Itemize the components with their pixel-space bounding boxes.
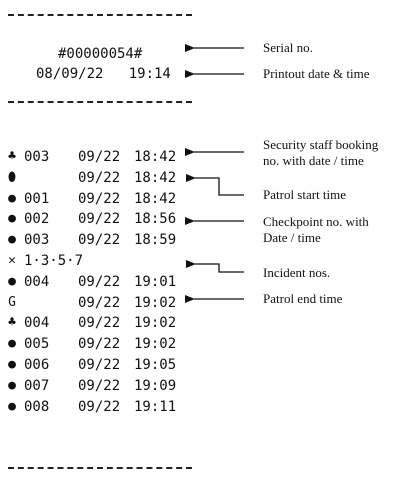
serial-number: #00000054# <box>58 46 143 62</box>
entry-number: 004 <box>24 274 50 290</box>
label-checkpoint-line2: Date / time <box>263 230 321 245</box>
incident-icon: ✕ <box>8 253 16 268</box>
entry-date: 09/22 <box>78 274 121 290</box>
checkpoint-icon: ● <box>8 232 16 247</box>
label-staff-line2: no. with date / time <box>263 153 364 168</box>
entry-date: 09/22 <box>78 399 121 415</box>
entry-number: 008 <box>24 399 50 415</box>
label-patrol-start: Patrol start time <box>263 187 347 202</box>
entry-time: 19:11 <box>134 399 177 415</box>
entry-number: 002 <box>24 211 50 227</box>
entry-date: 09/22 <box>78 315 121 331</box>
entry-date: 09/22 <box>78 378 121 394</box>
entry-date: 09/22 <box>78 211 121 227</box>
label-staff-line1: Security staff booking <box>263 137 379 152</box>
entry-date: 09/22 <box>78 149 121 165</box>
printout-datetime: 08/09/22 19:14 <box>36 66 171 82</box>
entry-date: 09/22 <box>78 232 121 248</box>
label-serial: Serial no. <box>263 40 313 55</box>
entry-time: 18:56 <box>134 211 177 227</box>
label-checkpoint-line1: Checkpoint no. with <box>263 214 369 229</box>
checkpoint-icon: ● <box>8 378 16 393</box>
incident-numbers: 1·3·5·7 <box>24 253 84 269</box>
arrow-patrol-start <box>186 174 244 196</box>
entry-time: 19:02 <box>134 295 177 311</box>
entry-date: 09/22 <box>78 170 121 186</box>
label-incident: Incident nos. <box>263 265 331 280</box>
entry-number: 004 <box>24 315 50 331</box>
staff-icon: ♣ <box>8 315 16 330</box>
checkpoint-icon: ● <box>8 211 16 226</box>
entry-number: 003 <box>24 149 50 165</box>
entry-time: 18:59 <box>134 232 177 248</box>
entry-time: 19:09 <box>134 378 177 394</box>
entry-number: 007 <box>24 378 50 394</box>
patrol-start-icon: ⬮ <box>7 170 17 185</box>
checkpoint-icon: ● <box>8 336 16 351</box>
staff-icon: ♣ <box>8 149 16 164</box>
bottom-dashed-separator <box>8 467 192 469</box>
entry-date: 09/22 <box>78 357 121 373</box>
entry-time: 19:02 <box>134 336 177 352</box>
entry-number: 003 <box>24 232 50 248</box>
entry-number: 006 <box>24 357 50 373</box>
entry-time: 19:05 <box>134 357 177 373</box>
entry-time: 19:02 <box>134 315 177 331</box>
entry-date: 09/22 <box>78 191 121 207</box>
entry-date: 09/22 <box>78 295 121 311</box>
entry-number: 001 <box>24 191 50 207</box>
header-dashed-separator <box>8 101 192 103</box>
entry-time: 18:42 <box>134 191 177 207</box>
label-printout: Printout date & time <box>263 66 370 81</box>
entry-time: 19:01 <box>134 274 177 290</box>
label-patrol-end: Patrol end time <box>263 291 343 306</box>
entry-time: 18:42 <box>134 170 177 186</box>
arrow-incident <box>186 260 244 273</box>
entry-time: 18:42 <box>134 149 177 165</box>
checkpoint-icon: ● <box>8 399 16 414</box>
top-dashed-separator <box>8 14 192 16</box>
checkpoint-icon: ● <box>8 357 16 372</box>
checkpoint-icon: ● <box>8 274 16 289</box>
entry-number: 005 <box>24 336 50 352</box>
checkpoint-icon: ● <box>8 191 16 206</box>
entry-date: 09/22 <box>78 336 121 352</box>
patrol-end-icon: G <box>8 295 16 310</box>
